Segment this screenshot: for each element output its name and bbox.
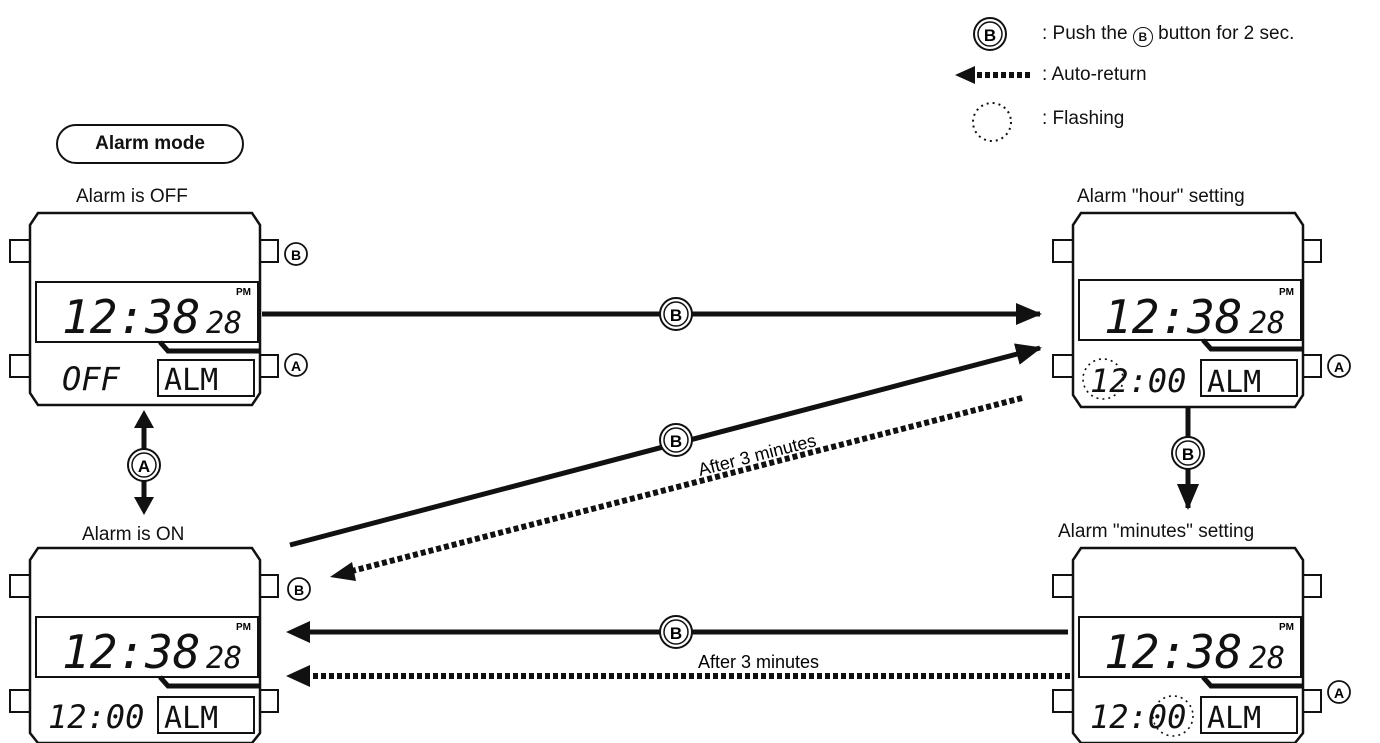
legend-auto-return-arrow-icon	[955, 66, 1030, 84]
on-pm: PM	[236, 622, 251, 633]
on-sub: 12:00	[48, 698, 144, 736]
after-3-minutes-diag-label: After 3 minutes	[696, 430, 818, 480]
legend-auto-return-text: : Auto-return	[1042, 64, 1147, 85]
arrow-hour-to-on-auto	[351, 395, 1023, 574]
legend-flashing-icon	[972, 102, 1012, 142]
on-mode: ALM	[164, 701, 218, 736]
off-seconds: 28	[206, 306, 242, 341]
b-button-icon-right: B	[1171, 436, 1205, 470]
side-a-label-minutes: A	[1327, 680, 1351, 704]
watch-alarm-minutes	[1052, 546, 1322, 743]
side-a-label-off: A	[284, 353, 308, 377]
svg-text:B: B	[294, 582, 304, 598]
flashing-minutes-indicator	[1152, 695, 1194, 737]
hour-time: 12:38	[1104, 290, 1242, 344]
minutes-mode: ALM	[1207, 701, 1261, 736]
on-time: 12:38	[62, 625, 200, 679]
off-pm: PM	[236, 287, 251, 298]
off-mode: ALM	[164, 363, 218, 398]
arrow-hour-to-on-auto-head	[330, 562, 356, 581]
after-3-minutes-bottom-label: After 3 minutes	[698, 652, 819, 672]
arrow-minutes-to-on-head	[286, 621, 310, 643]
arrow-down-head	[134, 497, 154, 515]
watch-alarm-off	[9, 211, 279, 407]
svg-text:A: A	[291, 358, 301, 374]
svg-text:B: B	[670, 624, 682, 643]
hour-sub: 12:00	[1090, 362, 1186, 400]
svg-text:A: A	[138, 457, 150, 476]
svg-text:B: B	[670, 306, 682, 325]
caption-alarm-hour: Alarm "hour" setting	[1077, 186, 1245, 207]
legend-flashing-text: : Flashing	[1042, 108, 1125, 129]
svg-text:A: A	[1334, 685, 1344, 701]
legend-inline-b-icon: B	[1132, 27, 1153, 47]
side-a-label-hour: A	[1327, 354, 1351, 378]
on-seconds: 28	[206, 641, 242, 676]
legend-push-b-suffix: button for 2 sec.	[1152, 23, 1295, 44]
b-button-icon-top: B	[659, 297, 693, 331]
hour-pm: PM	[1279, 287, 1294, 298]
svg-text:B: B	[1182, 445, 1194, 464]
minutes-sub: 12:00	[1090, 698, 1186, 736]
legend-b-button-icon: B	[973, 17, 1007, 51]
minutes-seconds: 28	[1249, 641, 1285, 676]
caption-alarm-minutes: Alarm "minutes" setting	[1058, 521, 1255, 542]
svg-text:B: B	[291, 247, 301, 263]
side-b-label-off: B	[284, 242, 308, 266]
hour-seconds: 28	[1249, 306, 1285, 341]
minutes-time: 12:38	[1104, 625, 1242, 679]
minutes-pm: PM	[1279, 622, 1294, 633]
a-button-icon-toggle: A	[127, 448, 161, 482]
legend-push-b-prefix: : Push the	[1042, 23, 1133, 44]
watch-alarm-on	[9, 546, 279, 743]
legend-push-b-text: : Push the B button for 2 sec.	[1042, 23, 1294, 47]
flashing-hour-indicator	[1082, 358, 1124, 400]
alarm-mode-pill: Alarm mode	[56, 124, 244, 164]
off-sub: OFF	[62, 360, 121, 398]
caption-alarm-off: Alarm is OFF	[76, 186, 188, 207]
svg-text:B: B	[670, 432, 682, 451]
arrow-up-head	[134, 410, 154, 428]
b-button-icon-bottom: B	[659, 615, 693, 649]
b-button-icon-diag: B	[659, 423, 693, 457]
legend-b-letter: B	[984, 26, 996, 45]
side-b-label-on: B	[287, 577, 311, 601]
svg-text:A: A	[1334, 359, 1344, 375]
caption-alarm-on: Alarm is ON	[82, 524, 185, 545]
hour-mode: ALM	[1207, 365, 1261, 400]
watch-alarm-hour	[1052, 211, 1322, 409]
off-time: 12:38	[62, 290, 200, 344]
arrow-minutes-to-on-auto-head	[286, 665, 310, 687]
